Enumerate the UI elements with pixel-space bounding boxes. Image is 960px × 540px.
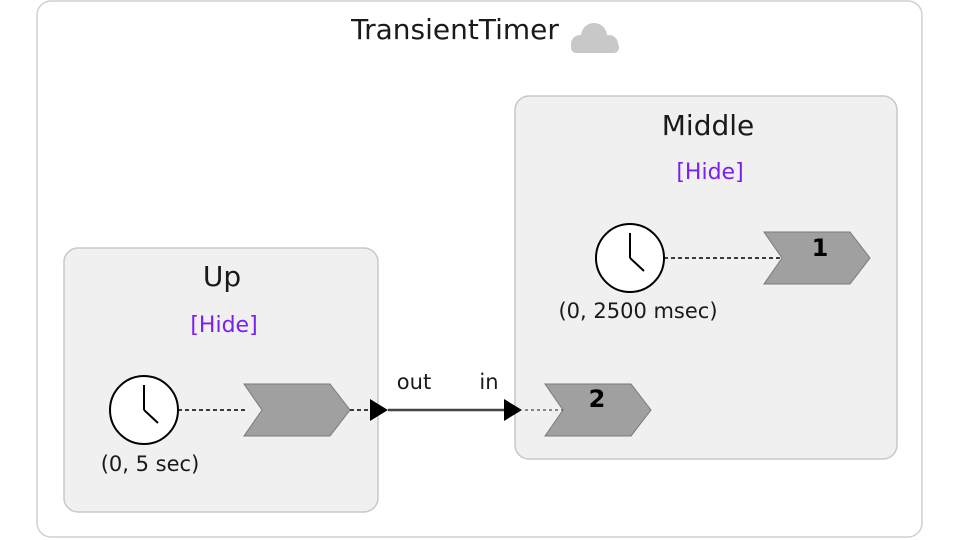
middle-output-port[interactable] <box>763 231 871 285</box>
middle-hide-link[interactable]: [Hide] <box>676 160 743 185</box>
middle-clock-caption: (0, 2500 msec) <box>558 299 717 323</box>
middle-output-badge: 1 <box>812 234 829 262</box>
diagram-title: TransientTimer <box>350 13 559 46</box>
out-port-label: out <box>397 370 431 394</box>
up-output-port[interactable] <box>243 383 351 437</box>
middle-input-badge: 2 <box>589 385 606 413</box>
clock-icon <box>109 375 179 445</box>
middle-block[interactable]: Middle [Hide] (0, 2500 msec) 1 2 <box>514 95 898 460</box>
up-block[interactable]: Up [Hide] (0, 5 sec) <box>63 247 379 513</box>
out-arrow-icon <box>370 399 388 421</box>
up-clock-caption: (0, 5 sec) <box>101 452 200 476</box>
middle-block-frame <box>514 95 898 460</box>
middle-title: Middle <box>662 109 755 142</box>
connection-out-in[interactable]: out in <box>370 370 522 421</box>
up-hide-link[interactable]: [Hide] <box>190 313 257 338</box>
in-port-label: in <box>479 370 498 394</box>
up-title: Up <box>203 260 241 293</box>
up-block-frame <box>63 247 379 513</box>
clock-icon <box>595 223 665 293</box>
in-arrow-icon <box>504 399 522 421</box>
cloud-icon <box>571 23 619 53</box>
